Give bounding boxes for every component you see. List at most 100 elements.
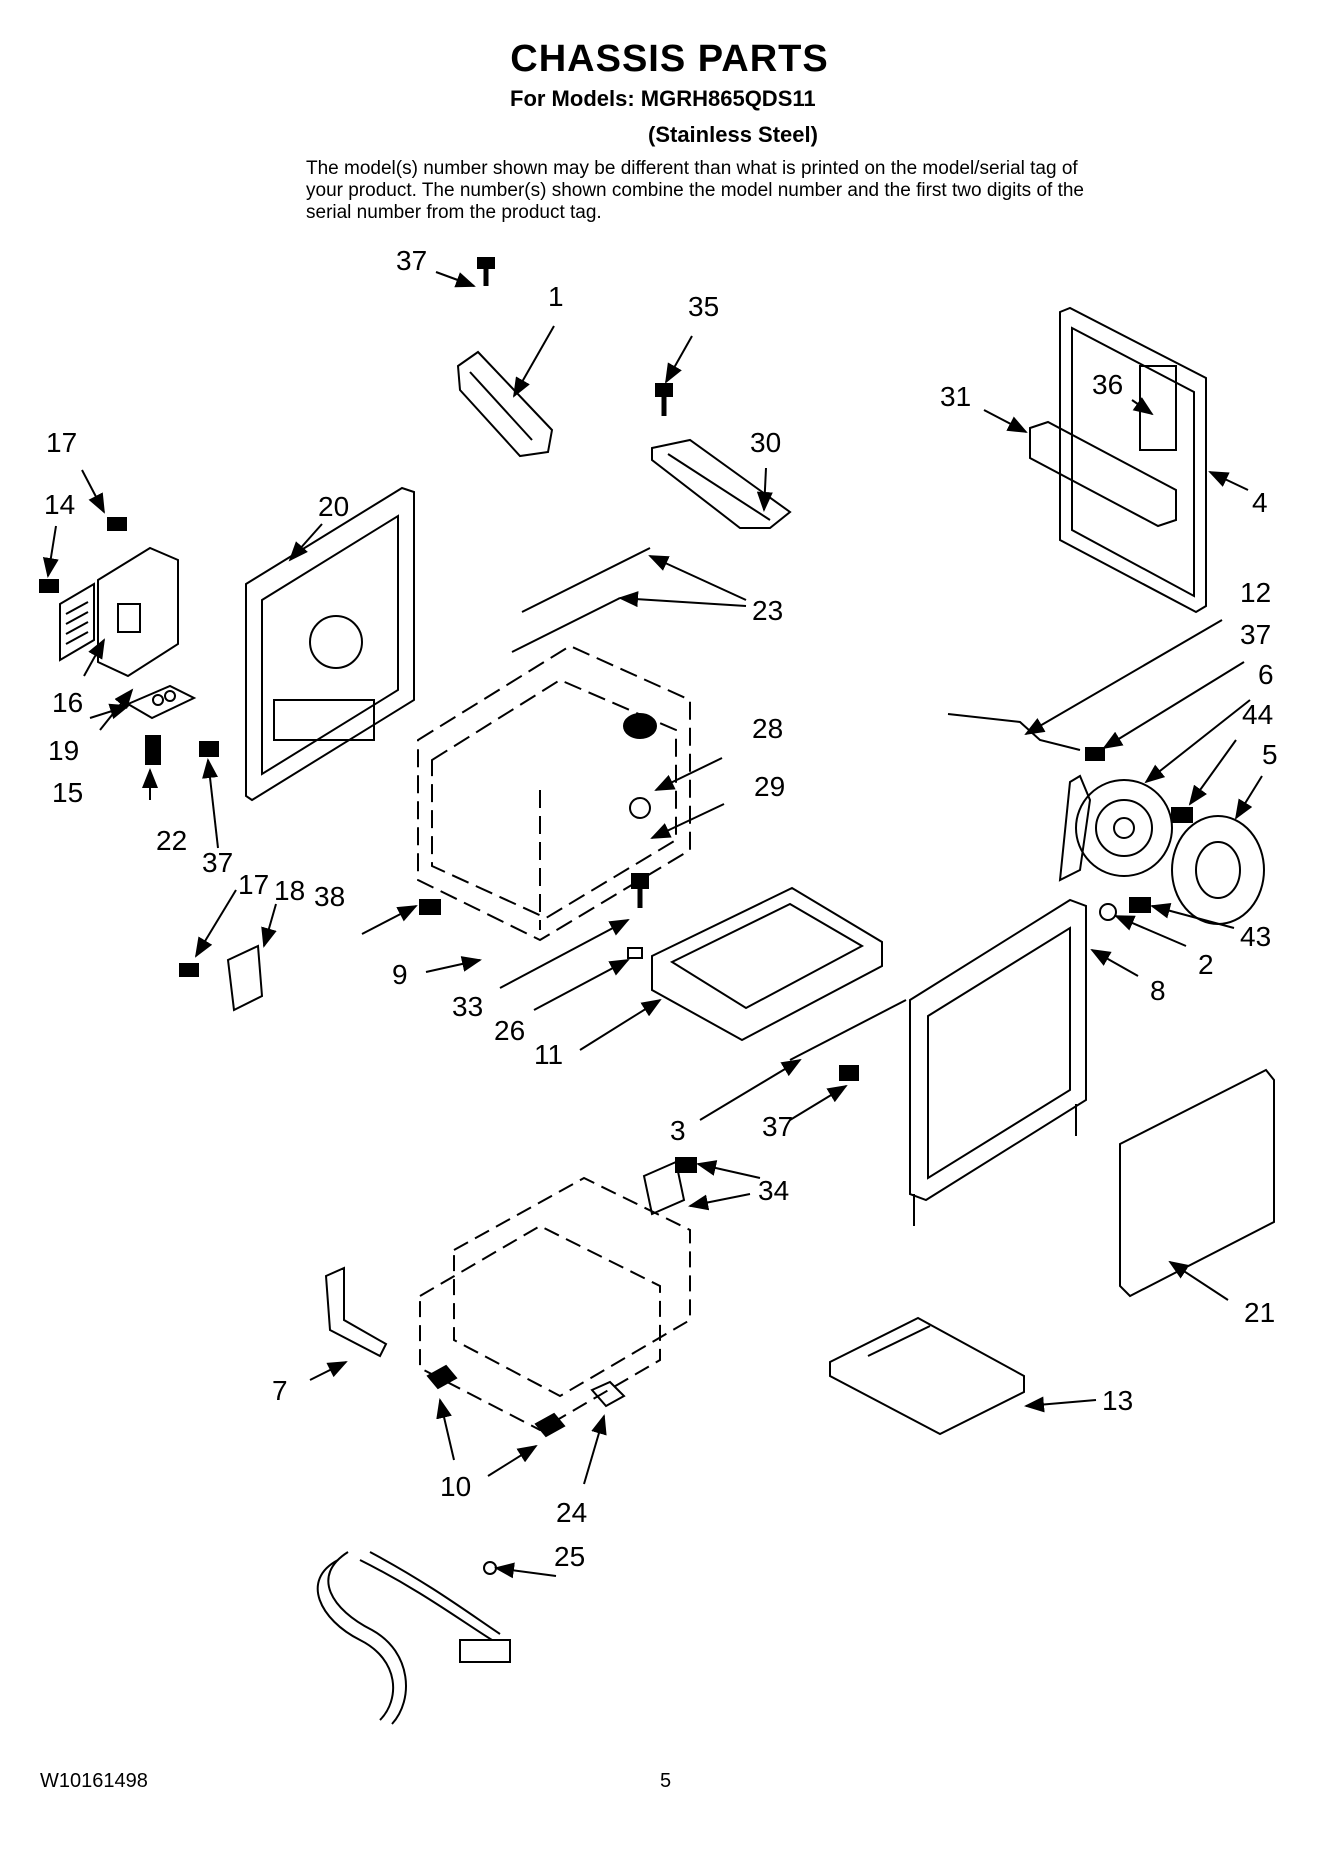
callout-37: 37 bbox=[762, 1111, 793, 1142]
screw-33-26 bbox=[627, 873, 649, 959]
part-3-rod bbox=[789, 999, 907, 1061]
leader-38 bbox=[361, 905, 418, 935]
screw-35 bbox=[655, 383, 673, 416]
callout-37: 37 bbox=[396, 245, 427, 276]
leader-7 bbox=[309, 1361, 348, 1381]
leader-37-mid bbox=[789, 1084, 848, 1121]
leader-34 bbox=[688, 1193, 751, 1211]
leader-9 bbox=[425, 956, 482, 973]
callout-14: 14 bbox=[44, 489, 75, 520]
model-number-line: For Models: MGRH865QDS11 bbox=[510, 86, 816, 111]
callout-28: 28 bbox=[752, 713, 783, 744]
part-10-legs bbox=[426, 1364, 566, 1438]
leader-23a bbox=[648, 555, 747, 601]
leader-37-right bbox=[1102, 661, 1245, 750]
leader-31 bbox=[983, 409, 1028, 433]
leader-28 bbox=[654, 757, 723, 791]
screw-44 bbox=[1171, 807, 1193, 823]
callout-1: 1 bbox=[548, 281, 564, 312]
part-6-fan bbox=[1058, 774, 1173, 882]
callout-7: 7 bbox=[272, 1375, 288, 1406]
leader-37-left bbox=[202, 758, 219, 849]
leader-17-top bbox=[81, 469, 105, 514]
callout-33: 33 bbox=[452, 991, 483, 1022]
part-43-2-hardware bbox=[1099, 897, 1151, 921]
callout-15: 15 bbox=[52, 777, 83, 808]
document-part-number: W10161498 bbox=[40, 1770, 148, 1792]
callout-9: 9 bbox=[392, 959, 408, 990]
leader-29 bbox=[650, 803, 725, 839]
part-5-fan-cover bbox=[1171, 815, 1265, 925]
storage-drawer-frame bbox=[419, 1176, 691, 1432]
leader-35 bbox=[665, 335, 693, 384]
callout-37: 37 bbox=[1240, 619, 1271, 650]
page-title: CHASSIS PARTS bbox=[510, 38, 829, 80]
leader-44 bbox=[1188, 739, 1237, 806]
leader-1 bbox=[513, 325, 555, 398]
callout-26: 26 bbox=[494, 1015, 525, 1046]
callout-16: 16 bbox=[52, 687, 83, 718]
callout-19: 19 bbox=[48, 735, 79, 766]
leader-30 bbox=[756, 467, 773, 512]
callout-30: 30 bbox=[750, 427, 781, 458]
leader-37-lower bbox=[696, 1160, 761, 1179]
leader-10b bbox=[487, 1444, 538, 1477]
leader-11 bbox=[579, 998, 662, 1051]
screw-37-mid bbox=[839, 1065, 859, 1081]
leader-43 bbox=[1150, 902, 1235, 929]
part-28-knob bbox=[623, 713, 657, 739]
leader-33 bbox=[499, 919, 630, 989]
callout-3: 3 bbox=[670, 1115, 686, 1146]
callout-5: 5 bbox=[1262, 739, 1278, 770]
callout-44: 44 bbox=[1242, 699, 1273, 730]
screw-22 bbox=[145, 735, 161, 765]
callout-43: 43 bbox=[1240, 921, 1271, 952]
leader-3 bbox=[699, 1058, 802, 1121]
callout-20: 20 bbox=[318, 491, 349, 522]
callout-22: 22 bbox=[156, 825, 187, 856]
leader-37-top bbox=[435, 271, 476, 288]
callout-24: 24 bbox=[556, 1497, 587, 1528]
leader-21 bbox=[1168, 1260, 1229, 1301]
callout-4: 4 bbox=[1252, 487, 1268, 518]
leader-25 bbox=[494, 1562, 557, 1579]
part-21-gasket bbox=[1119, 1068, 1275, 1298]
leader-12 bbox=[1024, 619, 1223, 736]
leader-6 bbox=[1144, 699, 1251, 784]
material-line: (Stainless Steel) bbox=[648, 122, 818, 147]
model-number-note: The model(s) number shown may be differe… bbox=[306, 158, 1084, 223]
callout-12: 12 bbox=[1240, 577, 1271, 608]
callout-18: 18 bbox=[274, 875, 305, 906]
callout-29: 29 bbox=[754, 771, 785, 802]
callout-36: 36 bbox=[1092, 369, 1123, 400]
callout-6: 6 bbox=[1258, 659, 1274, 690]
screw-37-top bbox=[477, 257, 495, 286]
leader-23b bbox=[618, 591, 747, 608]
part-8-front-frame bbox=[909, 898, 1087, 1226]
leader-15 bbox=[99, 688, 134, 731]
leader-17-bottom bbox=[194, 889, 237, 958]
callout-13: 13 bbox=[1102, 1385, 1133, 1416]
callout-38: 38 bbox=[314, 881, 345, 912]
part-12-wire bbox=[947, 713, 1105, 761]
leader-13 bbox=[1024, 1396, 1097, 1413]
callout-2: 2 bbox=[1198, 949, 1214, 980]
callout-37: 37 bbox=[202, 847, 233, 878]
part-34-bracket bbox=[642, 1160, 686, 1216]
callout-10: 10 bbox=[440, 1471, 471, 1502]
callout-8: 8 bbox=[1150, 975, 1166, 1006]
callout-34: 34 bbox=[758, 1175, 789, 1206]
leader-18 bbox=[261, 903, 277, 948]
screw-37-lower bbox=[675, 1157, 697, 1173]
leader-2 bbox=[1114, 915, 1187, 947]
leader-36 bbox=[1131, 397, 1154, 416]
screw-38 bbox=[419, 899, 441, 915]
callout-11: 11 bbox=[534, 1039, 563, 1070]
leader-14 bbox=[42, 525, 59, 578]
part-25-power-cord bbox=[316, 1551, 511, 1725]
part-13-panel bbox=[829, 1316, 1025, 1436]
leader-4 bbox=[1208, 471, 1249, 491]
screw-37-left bbox=[199, 741, 219, 757]
